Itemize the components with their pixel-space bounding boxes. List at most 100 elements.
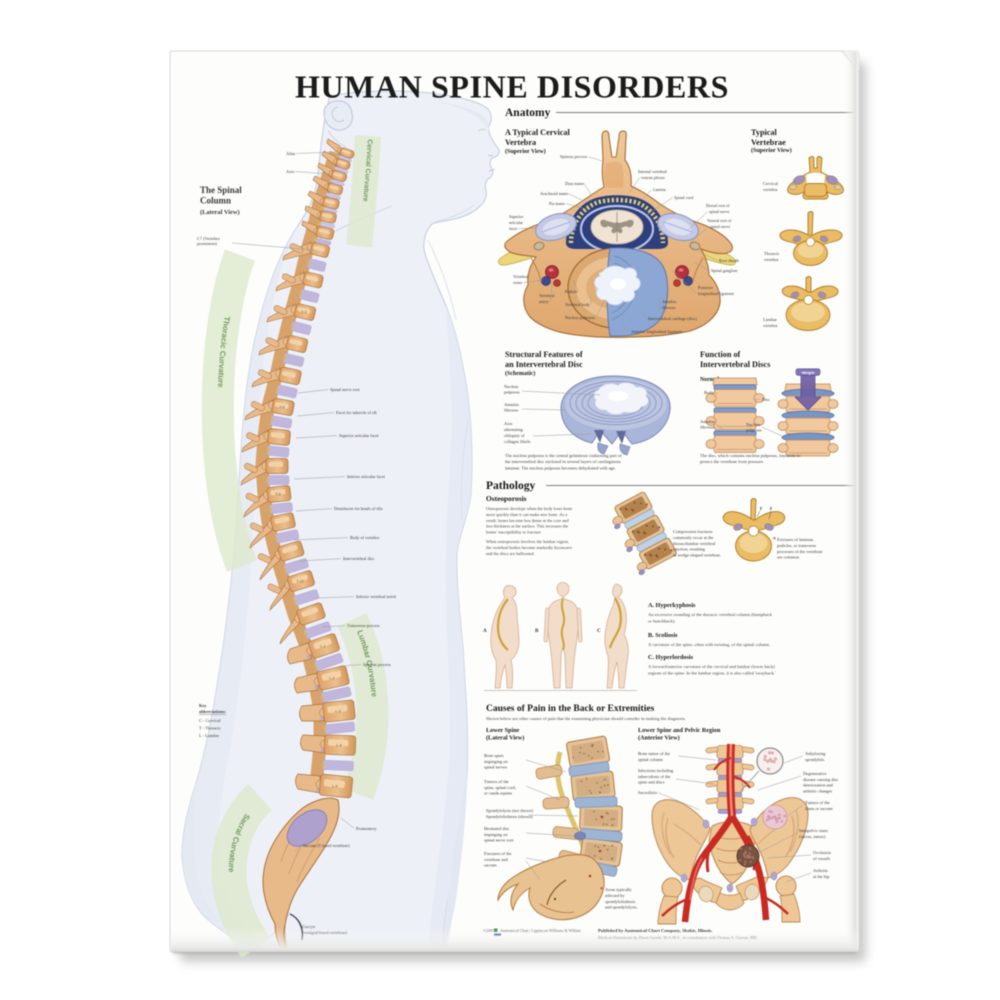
svg-text:vertebra: vertebra — [763, 187, 777, 192]
svg-text:F: F — [770, 507, 773, 511]
svg-text:Lumbar: Lumbar — [763, 317, 777, 322]
svg-text:Tumors of the: Tumors of the — [484, 779, 509, 784]
svg-text:spine and discs: spine and discs — [638, 780, 665, 785]
svg-text:Ankylosing: Ankylosing — [805, 751, 826, 756]
svg-text:Sacrum (5 fused vertebrae): Sacrum (5 fused vertebrae) — [303, 843, 350, 848]
svg-text:Demifacets for heads of ribs: Demifacets for heads of ribs — [334, 506, 383, 511]
svg-text:spondylitis: spondylitis — [805, 757, 825, 762]
svg-text:Facet for tubercle of rib: Facet for tubercle of rib — [336, 410, 377, 415]
svg-text:affected by: affected by — [605, 893, 625, 898]
svg-text:Lower Spine: Lower Spine — [486, 727, 520, 734]
svg-text:collagen fibrils: collagen fibrils — [504, 439, 531, 444]
svg-text:Intervertebral Discs: Intervertebral Discs — [700, 360, 770, 369]
svg-text:L-3: L-3 — [335, 710, 340, 714]
svg-text:L-4: L-4 — [336, 744, 341, 748]
svg-text:abbreviations:: abbreviations: — [199, 709, 227, 714]
svg-text:Normal: Normal — [700, 377, 719, 383]
svg-text:Dorsal root of: Dorsal root of — [706, 203, 730, 208]
svg-text:disease causing disc: disease causing disc — [803, 777, 838, 782]
svg-text:obliquity of: obliquity of — [504, 433, 525, 438]
svg-text:Vertebrae: Vertebrae — [751, 138, 786, 147]
svg-text:Pia mater: Pia mater — [549, 201, 566, 206]
svg-text:and spondylolysis.: and spondylolysis. — [605, 905, 638, 910]
svg-text:Tumors of the: Tumors of the — [805, 800, 830, 805]
svg-text:spinal nerves: spinal nerves — [484, 765, 507, 770]
svg-text:Dura mater: Dura mater — [565, 181, 585, 186]
svg-text:Spinal cord: Spinal cord — [674, 195, 694, 200]
svg-text:impinging on: impinging on — [484, 759, 508, 764]
svg-text:Annulus: Annulus — [504, 402, 519, 407]
svg-text:A. Hyperkyphosis: A. Hyperkyphosis — [648, 602, 696, 609]
svg-text:Transverse process: Transverse process — [347, 623, 380, 628]
svg-text:Spinal nerve root: Spinal nerve root — [330, 387, 360, 392]
svg-text:Intrapelvic mass: Intrapelvic mass — [799, 828, 828, 833]
svg-text:T-3: T-3 — [301, 311, 306, 315]
svg-text:Structural Features of: Structural Features of — [505, 350, 583, 359]
svg-text:A: A — [483, 628, 487, 634]
svg-text:Spinous process: Spinous process — [560, 154, 587, 159]
svg-text:junction, resulting: junction, resulting — [672, 547, 706, 553]
svg-text:When osteoporosis involves the: When osteoporosis involves the lumbar re… — [486, 539, 569, 545]
svg-text:or hunchback).: or hunchback). — [648, 618, 676, 623]
svg-text:C7 (Vertebra: C7 (Vertebra — [197, 236, 220, 241]
svg-text:prominens): prominens) — [197, 241, 218, 246]
svg-text:Arachnoid mater: Arachnoid mater — [540, 191, 569, 196]
svg-text:Degenerative: Degenerative — [803, 771, 826, 776]
svg-text:(Lateral View): (Lateral View) — [200, 209, 240, 216]
svg-text:(Superior View): (Superior View) — [751, 147, 792, 154]
svg-text:sacrum: sacrum — [484, 863, 497, 868]
svg-text:Disc: Disc — [762, 397, 770, 402]
svg-text:Areas typically: Areas typically — [605, 887, 633, 892]
svg-text:Intervertebral disc: Intervertebral disc — [343, 556, 374, 561]
svg-text:protect the vertebrae from pre: protect the vertebrae from pressure. — [700, 459, 764, 464]
svg-text:pedicles, or transverse: pedicles, or transverse — [777, 543, 816, 549]
svg-text:Coccyx: Coccyx — [302, 924, 316, 929]
svg-text:Nucleus: Nucleus — [746, 422, 761, 427]
svg-text:spinal nerve root: spinal nerve root — [484, 838, 514, 843]
svg-text:Anterior longitudinal ligament: Anterior longitudinal ligament — [631, 329, 683, 334]
svg-text:Atlas: Atlas — [286, 151, 296, 156]
svg-text:(Lateral View): (Lateral View) — [486, 735, 524, 742]
svg-text:Vertebral body: Vertebral body — [565, 302, 591, 307]
svg-text:Osteoporosis develops when the: Osteoporosis develops when the body lose… — [486, 506, 572, 511]
svg-text:(Superior View): (Superior View) — [505, 148, 546, 155]
svg-text:A forward/anterior curvature o: A forward/anterior curvature of the cerv… — [648, 664, 775, 669]
svg-text:spondylolisthesis: spondylolisthesis — [605, 899, 636, 904]
svg-text:Vertebral: Vertebral — [513, 274, 529, 279]
svg-text:Nucleus pulposus: Nucleus pulposus — [565, 315, 595, 320]
svg-text:Bone spurs: Bone spurs — [484, 753, 504, 758]
svg-text:are common.: are common. — [777, 555, 800, 560]
svg-text:and the discs are ballooned.: and the discs are ballooned. — [486, 551, 535, 556]
svg-text:Axis: Axis — [286, 169, 295, 174]
svg-text:articular: articular — [509, 220, 524, 225]
svg-text:fibrosus: fibrosus — [700, 424, 714, 429]
svg-text:fibrosus: fibrosus — [504, 407, 518, 412]
svg-text:Cervical Curvature: Cervical Curvature — [361, 139, 373, 202]
svg-text:T - Thoracic: T - Thoracic — [199, 726, 221, 731]
svg-text:Promontory: Promontory — [356, 826, 377, 831]
svg-text:L-5: L-5 — [332, 785, 337, 789]
svg-text:regions of the spine. In the l: regions of the spine. In the lumbar regi… — [648, 670, 776, 676]
svg-text:Typical: Typical — [751, 128, 778, 137]
svg-text:impinging on: impinging on — [484, 832, 508, 837]
svg-text:Superior articular facet: Superior articular facet — [339, 433, 379, 438]
svg-text:the vertebral bodies become ma: the vertebral bodies become markedly bic… — [486, 545, 572, 550]
svg-text:more quickly than it can make: more quickly than it can make new bone. … — [486, 512, 567, 517]
svg-text:Spinal ganglion: Spinal ganglion — [711, 268, 738, 273]
svg-text:(Anterior View): (Anterior View) — [638, 735, 680, 742]
svg-text:T-9: T-9 — [275, 493, 280, 497]
svg-text:Superior: Superior — [509, 214, 524, 219]
svg-text:deterioration and: deterioration and — [803, 783, 834, 788]
svg-text:Bone tumor of the: Bone tumor of the — [638, 751, 670, 756]
svg-text:facet: facet — [509, 226, 518, 231]
svg-text:alternating: alternating — [504, 427, 524, 432]
svg-text:Thoracic: Thoracic — [764, 251, 780, 256]
svg-text:an Intervertebral Disc: an Intervertebral Disc — [505, 360, 583, 369]
svg-text:laminae. The nucleus pulposus: laminae. The nucleus pulposus becomes de… — [505, 465, 616, 470]
svg-text:Anatomy: Anatomy — [505, 107, 551, 119]
svg-text:(uterus, tumor): (uterus, tumor) — [799, 834, 826, 840]
svg-text:Vertebral: Vertebral — [539, 293, 555, 298]
svg-text:spine, spinal cord,: spine, spinal cord, — [484, 785, 516, 791]
svg-text:vertebra: vertebra — [763, 323, 777, 328]
svg-text:thoracolumbar vertebral: thoracolumbar vertebral — [673, 541, 716, 546]
